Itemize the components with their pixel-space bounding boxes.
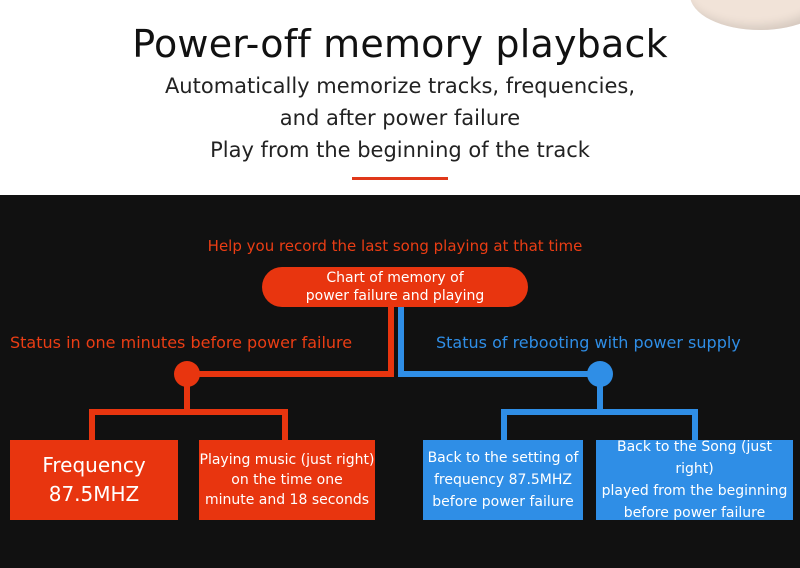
back-to-frequency-box-line-1: Back to the setting of <box>427 450 579 466</box>
playing-music-box-line-3: minute and 18 seconds <box>204 492 370 508</box>
center-pill: Chart of memory of power failure and pla… <box>262 267 528 307</box>
center-pill-line-1: Chart of memory of <box>326 270 464 286</box>
right-stem <box>597 386 603 412</box>
right-split-bar <box>501 409 698 415</box>
left-status-label: Status in one minutes before power failu… <box>10 333 353 352</box>
subtitle-line-2: and after power failure <box>279 106 521 130</box>
playing-music-box: Playing music (just right) on the time o… <box>199 440 375 520</box>
back-to-frequency-box-line-2: frequency 87.5MHZ <box>433 472 573 488</box>
subtitle-line-1: Automatically memorize tracks, frequenci… <box>164 74 636 98</box>
right-status-label: Status of rebooting with power supply <box>436 333 741 352</box>
right-connector-vertical <box>398 307 404 377</box>
help-text: Help you record the last song playing at… <box>207 237 583 255</box>
back-to-song-box: Back to the Song (just right) played fro… <box>596 439 793 521</box>
left-connector-vertical <box>388 307 394 377</box>
back-to-song-box-line-3: before power failure <box>623 505 766 521</box>
playing-music-box-line-2: on the time one <box>231 472 343 488</box>
header-section: Power-off memory playback Automatically … <box>0 0 800 195</box>
back-to-frequency-box: Back to the setting of frequency 87.5MHZ… <box>423 440 583 520</box>
right-branch-node <box>587 361 613 387</box>
right-connector-horizontal <box>398 371 603 377</box>
frequency-box-line-2: 87.5MHZ <box>48 482 140 506</box>
accent-divider <box>352 177 448 180</box>
left-drop-1 <box>89 409 95 440</box>
subtitle-line-3: Play from the beginning of the track <box>210 138 590 162</box>
right-drop-1 <box>501 409 507 440</box>
playing-music-box-line-1: Playing music (just right) <box>199 452 375 468</box>
back-to-frequency-box-line-3: before power failure <box>432 494 574 510</box>
left-drop-2 <box>282 409 288 440</box>
right-drop-2 <box>692 409 698 440</box>
left-stem <box>184 386 190 412</box>
back-to-song-box-line-2: played from the beginning <box>601 483 788 499</box>
frequency-box: Frequency 87.5MHZ <box>10 440 178 520</box>
back-to-song-box-line-1: Back to the Song (just right) <box>616 439 773 477</box>
frequency-box-line-1: Frequency <box>42 453 146 477</box>
page-title: Power-off memory playback <box>132 22 668 66</box>
left-split-bar <box>89 409 288 415</box>
center-pill-line-2: power failure and playing <box>305 288 485 304</box>
left-connector-horizontal <box>187 371 394 377</box>
left-branch-node <box>174 361 200 387</box>
